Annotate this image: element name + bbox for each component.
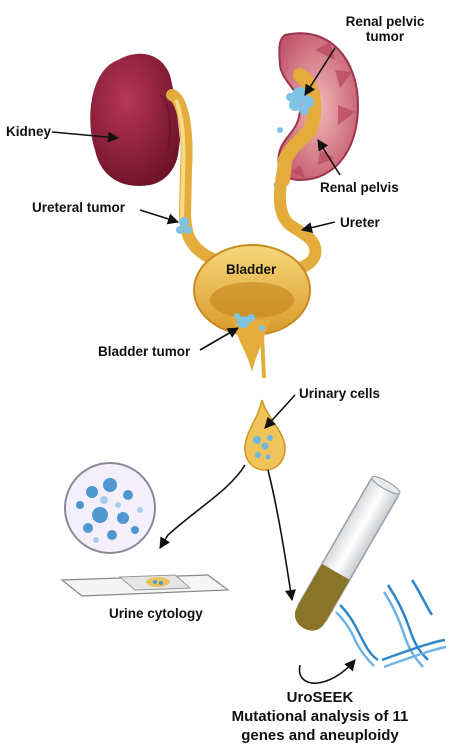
label-renal-pelvic-tumor: Renal pelvic tumor xyxy=(345,14,425,44)
cytology-microscope-view xyxy=(64,462,156,554)
test-tube xyxy=(294,475,401,631)
right-ureter xyxy=(273,164,322,276)
arrow-bladder-tumor xyxy=(199,327,239,351)
arrow-renal-pelvis xyxy=(317,139,341,176)
label-ureteral-tumor: Ureteral tumor xyxy=(32,200,126,215)
arrow-kidney xyxy=(51,131,120,143)
uroseek-line2: Mutational analysis of 11 xyxy=(231,708,409,725)
label-kidney: Kidney xyxy=(6,124,52,139)
label-ureter: Ureter xyxy=(340,215,380,230)
label-bladder: Bladder xyxy=(226,262,277,277)
label-renal-pelvis: Renal pelvis xyxy=(320,180,399,195)
bladder xyxy=(193,244,311,379)
uroseek-title: UroSEEK xyxy=(286,689,354,706)
label-urine-cytology: Urine cytology xyxy=(109,606,203,621)
uroseek-caption: UroSEEK Mutational analysis of 11 genes … xyxy=(200,688,440,745)
left-ureter xyxy=(166,89,221,266)
arrow-to-slide xyxy=(159,464,246,549)
arrow-to-dna xyxy=(298,659,356,684)
label-urinary-cells: Urinary cells xyxy=(299,386,381,401)
arrow-to-tube xyxy=(267,469,296,602)
label-bladder-tumor: Bladder tumor xyxy=(98,344,191,359)
dna-strands xyxy=(335,579,447,669)
microscope-slide xyxy=(60,574,230,597)
arrow-urinary-cells xyxy=(264,394,296,429)
bladder-tumor-cells xyxy=(234,313,265,331)
arrow-renal-pelvic-tumor xyxy=(304,47,336,96)
label-pointers xyxy=(51,47,356,684)
left-kidney xyxy=(90,53,180,186)
arrow-ureteral-tumor xyxy=(139,209,180,225)
urine-droplet xyxy=(244,399,286,471)
uroseek-line3: genes and aneuploidy xyxy=(241,727,399,744)
arrow-ureter xyxy=(300,221,336,234)
ureteral-tumor-cells xyxy=(176,217,192,234)
